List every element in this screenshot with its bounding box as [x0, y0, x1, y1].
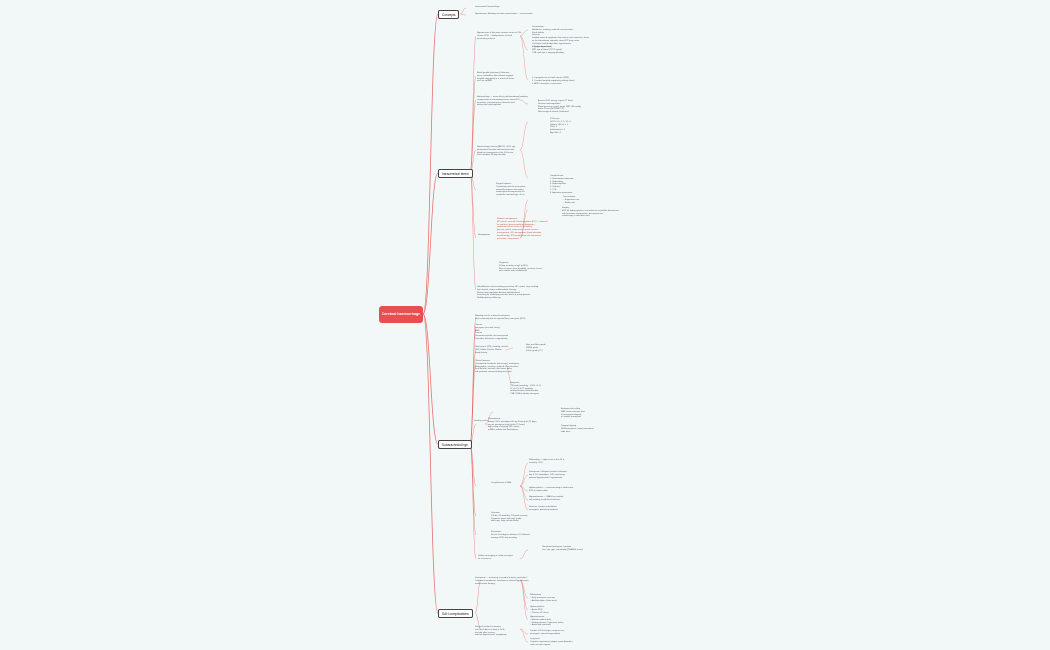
note-ich-4: CT: hyperdense area MRI: age of blood (T…: [532, 46, 564, 54]
note-ich-2: Basal ganglia (putamen), thalamus, pons,…: [477, 72, 515, 83]
connector-sub-7-4: [519, 485, 529, 511]
note-sah-18: Prevention: Screen first-degree relative…: [491, 531, 530, 539]
connector-sub-2-1: [519, 149, 529, 179]
note-ich-7: Assess GCS, airway; urgent CT head Rever…: [538, 100, 581, 114]
connector-sub-3-1: [519, 209, 529, 239]
connector-concepts: [422, 13, 439, 315]
note-ich-12: Management: [478, 234, 491, 236]
note-ich-5: 1. Lipohyalinosis of small arteries (HTN…: [532, 77, 575, 85]
note-concepts-1: Intracerebral haemorrhage: [475, 6, 500, 8]
connector-note-0-1: [459, 13, 467, 16]
connector-sub-6-1: [484, 423, 494, 430]
connector-sub-2-0: [519, 121, 529, 151]
connector-sub-1-0: [519, 99, 529, 105]
note-sah-16: Seizures; cardiac arrhythmias; neurogeni…: [529, 506, 558, 511]
note-sah-8: Management: Airway, GCS, nimodipine 60 m…: [488, 418, 537, 432]
connector-sub-3-0: [519, 199, 529, 239]
note-comp-4: Hyponatraemia: – Monitor sodium daily – …: [530, 616, 564, 627]
note-concepts-2: Spontaneous bleeding into brain parenchy…: [475, 13, 533, 15]
note-ich-14: Medical management: BP control, reversal…: [497, 218, 548, 240]
connector-sub-10-1: [519, 628, 529, 643]
note-ich-15: Surgery EVD for hydrocephalus; evacuatio…: [562, 207, 619, 218]
note-sah-5: Hunt and Hess grade WFNS grade Fisher gr…: [526, 344, 546, 352]
connector-sub-6-0: [484, 411, 494, 425]
connector-subarachnoid: [422, 313, 439, 445]
note-ich-6: Haemorrhage → mass effect, perihaematoma…: [477, 96, 529, 107]
note-sah-12: Rebleeding — highest risk in first 24 h;…: [529, 459, 565, 464]
note-sah-20: Unruptured aneurysm: consider size, site…: [542, 546, 584, 551]
connector-note-1-0: [469, 35, 477, 174]
connector-sub-7-0: [519, 462, 529, 487]
note-sah-1: Bleeding into the subarachnoid space. Mo…: [475, 315, 526, 320]
connector-intracerebral: [422, 172, 439, 315]
connector-note-0-0: [459, 7, 467, 15]
connector-sah-complications: [422, 313, 439, 614]
connector-note-1-6: [469, 172, 477, 291]
branch-concepts[interactable]: Concepts: [438, 10, 460, 19]
note-sah-7: Grading scales: [474, 420, 488, 422]
note-ich-8: Haemorrhage volume (ABC/2), GCS, age, in…: [477, 146, 516, 157]
note-ich-9: ICH score: GCS 3–4 = 2, 5–12 = 1 Volume …: [550, 118, 572, 135]
note-comp-6: Cardiac: ECG changes, troponin rise, neu…: [530, 630, 565, 635]
note-ich-11: Surgical options: Craniotomy and clot ev…: [496, 183, 526, 197]
note-sah-10: Surgical clipping MCA aneurysms, large h…: [561, 425, 595, 433]
note-sah-19: Follow-up imaging of coiled aneurysm for…: [478, 555, 513, 560]
central-topic[interactable]: Cerebral haemorrhage: [379, 306, 423, 323]
branch-subarachnoid[interactable]: Subarachnoid hge: [438, 440, 472, 449]
note-sah-11: Complications of SAH: [491, 482, 512, 484]
note-sah-15: Hyponatraemia — SIADH or cerebral salt w…: [529, 496, 564, 501]
note-comp-5: Delayed cerebral ischaemia: new focal de…: [475, 626, 507, 637]
connector-note-3-0: [474, 579, 482, 614]
note-comp-3: Hydrocephalus: – Acute: EVD – Chronic: V…: [530, 606, 549, 614]
connector-sub-9-2: [519, 579, 529, 621]
note-comp-1: Vasospasm — narrowing of cerebral arteri…: [475, 577, 529, 585]
branch-intracerebral[interactable]: Intracerebral bleed: [438, 169, 473, 178]
note-sah-6: Diagnosis: CT head (sensitivity ~100% <6…: [510, 382, 541, 396]
note-sah-14: Hydrocephalus — communicating or obstruc…: [529, 487, 574, 492]
connector-sub-8-0: [519, 549, 529, 560]
connector-sub-0-0: [519, 29, 529, 37]
note-comp-7: Long-term: Cognitive impairment, fatigue…: [530, 638, 573, 646]
connector-sub-5-0: [504, 363, 514, 387]
connector-note-3-1: [474, 612, 482, 630]
connector-sub-4-0: [504, 347, 514, 351]
note-sah-17: Outcome: 1/3 die, 1/3 disability, 1/3 go…: [491, 512, 528, 523]
note-ich-10: Complications: 1. Haematoma expansion 2.…: [550, 175, 574, 194]
note-comp-2: Rebleeding: – Early aneurysm securing – …: [530, 594, 557, 602]
note-ich-1: Hypertension is the most common cause of…: [477, 32, 522, 40]
note-ich-17: Rehabilitation and secondary prevention:…: [477, 286, 539, 300]
connector-note-1-1: [469, 75, 477, 174]
connector-sub-7-1: [519, 474, 529, 487]
note-sah-4: Clinical features: Thunderclap headache …: [475, 360, 520, 374]
note-ich-16: Prognosis: 30-day mortality is high (≈40…: [499, 262, 542, 273]
note-ich-3: Presentation: Headache, vomiting, reduce…: [532, 26, 590, 48]
note-sah-13: Vasospasm / delayed cerebral ischaemia d…: [529, 471, 567, 479]
note-sah-2: Causes: Aneurysm (saccular, berry) AVM T…: [475, 324, 509, 341]
note-sah-3: Risk factors: HTN, smoking, alcohol, PKD…: [475, 346, 509, 354]
note-sah-9: Endovascular coiling ISAT: better outcom…: [561, 408, 585, 419]
connector-note-2-7: [469, 443, 477, 536]
branch-sah-complications[interactable]: SAH complications: [438, 609, 473, 618]
connector-note-2-8: [469, 443, 477, 560]
note-ich-13: Conservative – Supportive care – Stroke …: [563, 196, 580, 204]
connector-sub-0-1: [519, 35, 529, 51]
connector-sub-0-2: [519, 35, 529, 81]
